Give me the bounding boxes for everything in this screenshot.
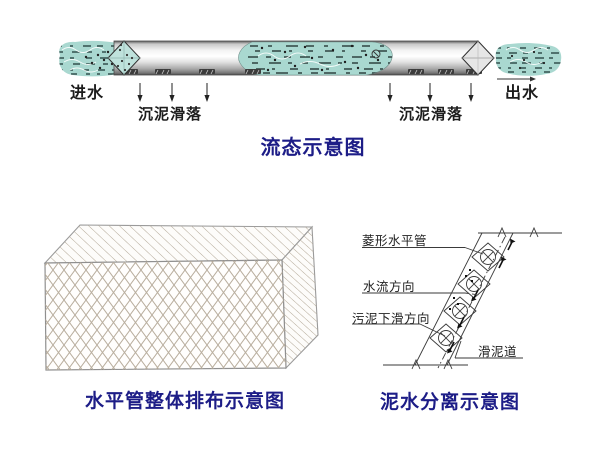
sediment-fall-arrows: [137, 83, 474, 102]
separation-diagram: 菱形水平管 水流方向 污泥下滑方向 滑泥道 泥水分离示意图: [350, 210, 580, 425]
pipe-array-graphic: [43, 224, 319, 371]
flow-diagram-graphic: [59, 40, 562, 102]
outlet-water-blob: [495, 42, 562, 76]
flow-diagram-title: 流态示意图: [260, 135, 366, 159]
sludge-slide-label: 污泥下滑方向: [352, 311, 431, 326]
sediment-slide-label-left: 沉泥滑落: [138, 105, 203, 123]
diamond-pipe-label: 菱形水平管: [362, 233, 428, 248]
pipe-cross-section-icon: [480, 249, 496, 265]
label-leader-lines: [352, 247, 523, 359]
pipe-array-diagram: 水平管整体排布示意图: [20, 210, 350, 425]
separation-graphic: [352, 226, 562, 370]
mud-channel-label: 滑泥道: [478, 344, 518, 359]
channel-left-edge: [414, 232, 483, 366]
sludge-particles: [449, 269, 473, 310]
inlet-water-blob: [59, 40, 128, 77]
separation-title: 泥水分离示意图: [379, 391, 520, 413]
pipe-cross-section-icon: [452, 303, 468, 319]
pipe-cross-section-icon: [438, 330, 454, 346]
inlet-label: 进水: [70, 83, 105, 102]
bubble-icon: [371, 49, 381, 59]
outflow-arrow-icon: [497, 76, 536, 82]
pipe-right-diamond-end: [461, 40, 495, 76]
outlet-label: 出水: [505, 83, 540, 102]
water-flow-label: 水流方向: [363, 279, 416, 294]
sludge-slide-line: [437, 236, 506, 369]
suspended-sludge-zone: [238, 41, 393, 76]
sediment-slide-label-right: 沉泥滑落: [399, 105, 464, 123]
diamond-pipe-chain: [429, 242, 505, 353]
pipe-left-diamond-end: [107, 40, 141, 76]
pipe-array-title: 水平管整体排布示意图: [84, 390, 285, 412]
flow-diagram: 进水 出水 沉泥滑落 沉泥滑落 流态示意图: [0, 0, 600, 165]
pipe-cross-section-icon: [466, 276, 482, 292]
